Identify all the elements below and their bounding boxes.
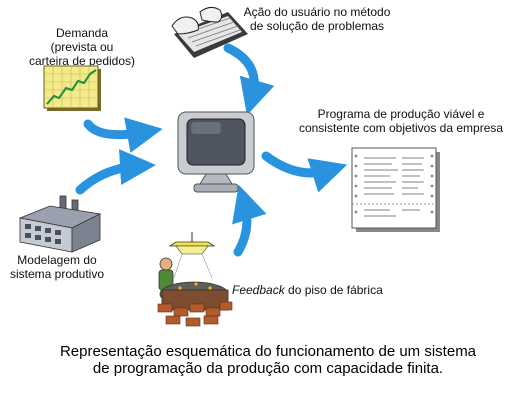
rising-line-chart-icon: [43, 65, 101, 111]
printed-report-icon: [351, 147, 440, 232]
factory-icon: [18, 195, 102, 253]
arrow-computer-to-program: [261, 151, 348, 193]
hands-on-keyboard-icon: [171, 6, 248, 58]
user-action-label: Ação do usuário no método de solução de …: [228, 5, 406, 33]
user-action-label-line1: Ação do usuário no método: [243, 5, 391, 19]
demand-label-line3: carteira de pedidos): [28, 54, 136, 68]
demand-label-line1: Demanda: [55, 26, 109, 40]
feedback-label-emphasis: Feedback: [232, 283, 285, 297]
system-model-label-line2: sistema produtivo: [9, 267, 105, 281]
caption-line2: de programação da produção com capacidad…: [92, 360, 444, 377]
production-program-label-line1: Programa de produção viável e: [317, 107, 485, 121]
arrow-demand-to-computer: [83, 117, 163, 153]
demand-label: Demanda (prevista ou carteira de pedidos…: [22, 26, 142, 68]
system-model-label: Modelagem do sistema produtivo: [2, 253, 112, 281]
demand-label-line2: (prevista ou: [50, 40, 114, 54]
diagram-caption: Representação esquemática do funcionamen…: [20, 343, 516, 377]
production-program-label: Programa de produção viável e consistent…: [280, 107, 520, 135]
arrow-feedback-to-computer: [232, 184, 267, 257]
arrow-user-to-computer: [223, 43, 275, 116]
shop-floor-worker-icon: [157, 232, 233, 327]
caption-line1: Representação esquemática do funcionamen…: [59, 343, 477, 360]
user-action-label-line2: de solução de problemas: [249, 19, 385, 33]
arrow-model-to-computer: [75, 149, 156, 195]
production-program-label-line2: consistente com objetivos da empresa: [298, 121, 504, 135]
feedback-label-rest: do piso de fábrica: [284, 283, 383, 297]
system-model-label-line1: Modelagem do: [17, 253, 97, 267]
crt-monitor-icon: [177, 111, 255, 193]
feedback-label: Feedback do piso de fábrica: [232, 283, 383, 297]
